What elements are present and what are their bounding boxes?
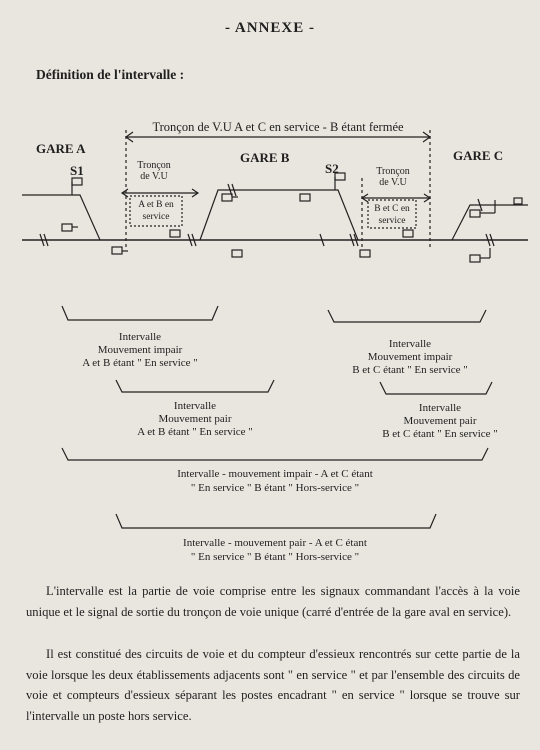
interval-caption-2: Intervalle Mouvement impair B et C étant…: [352, 338, 468, 376]
signal-s1-label: S1: [70, 163, 84, 178]
troncon-right-note-2: service: [379, 216, 406, 226]
troncon-left-line-1: Tronçon: [137, 160, 171, 171]
span-label: Tronçon de V.U A et C en service - B éta…: [152, 120, 404, 134]
interval-bracket-3: [115, 379, 275, 393]
troncon-left-note-1: A et B en: [138, 200, 174, 210]
interval-caption-3: Intervalle Mouvement pair A et B étant "…: [137, 400, 253, 438]
troncon-right-line-2: de V.U: [379, 177, 407, 188]
interval-bracket-4: [379, 381, 493, 395]
page-title: - ANNEXE -: [224, 20, 315, 36]
interval-caption-5: Intervalle - mouvement impair - A et C é…: [177, 468, 373, 494]
station-b-label: GARE B: [240, 150, 290, 165]
section-heading: Définition de l'intervalle :: [36, 67, 185, 82]
troncon-left-note-2: service: [143, 212, 170, 222]
interval-bracket-5: [61, 447, 489, 461]
troncon-left-line-2: de V.U: [140, 171, 168, 182]
interval-bracket-6: [115, 513, 437, 529]
signal-s2-label: S2: [325, 161, 339, 176]
interval-bracket-1: [61, 305, 219, 321]
siding-b: [199, 189, 359, 241]
paragraph-2: Il est constitué des circuits de voie et…: [26, 647, 520, 723]
siding-c: [451, 204, 528, 241]
interval-caption-6: Intervalle - mouvement pair - A et C éta…: [183, 537, 367, 563]
signal-s2: [334, 172, 346, 190]
station-a-label: GARE A: [36, 141, 86, 156]
troncon-right-line-1: Tronçon: [376, 166, 410, 177]
interval-bracket-2: [327, 309, 487, 323]
interval-caption-4: Intervalle Mouvement pair B et C étant "…: [382, 402, 498, 440]
interval-caption-1: Intervalle Mouvement impair A et B étant…: [82, 331, 198, 369]
troncon-right-note-1: B et C en: [374, 204, 410, 214]
station-c-label: GARE C: [453, 148, 503, 163]
paragraph-1: L'intervalle est la partie de voie compr…: [26, 584, 520, 619]
signal-s1: [71, 177, 83, 195]
siding-a: [22, 194, 101, 241]
